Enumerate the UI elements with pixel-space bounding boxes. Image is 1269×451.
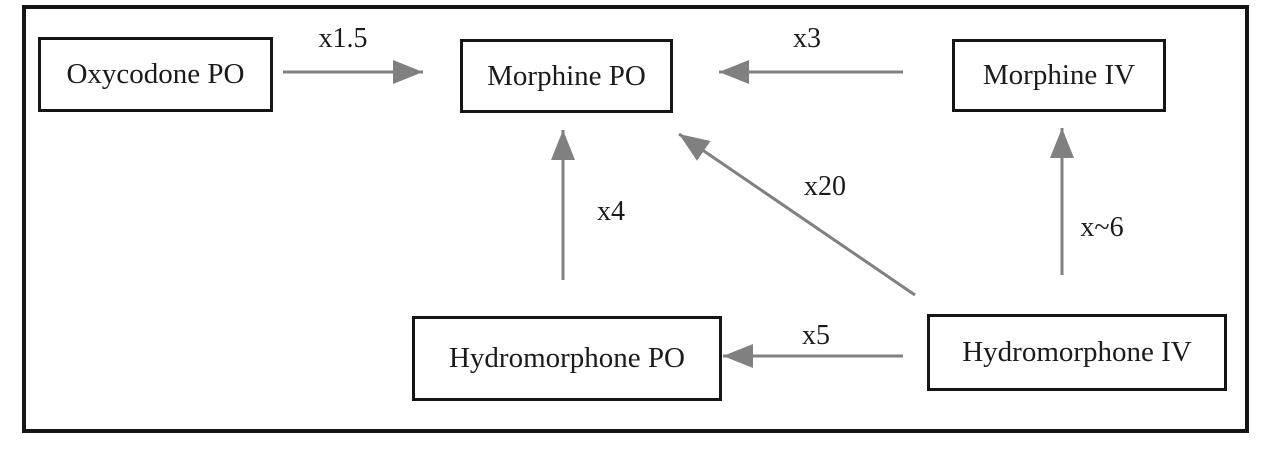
- edge-label-x3: x3: [793, 23, 821, 54]
- node-morphine-po-label: Morphine PO: [487, 59, 646, 92]
- diagram-frame-border: [22, 5, 1249, 433]
- edge-label-x1-5: x1.5: [318, 23, 368, 54]
- node-morphine-po: Morphine PO: [460, 39, 673, 113]
- edge-label-x20: x20: [804, 171, 846, 202]
- node-morphine-iv-label: Morphine IV: [982, 59, 1136, 91]
- edge-label-x-6: x~6: [1080, 212, 1124, 243]
- arrow-hydromorphone-iv-to-morphine-po: [678, 132, 916, 297]
- node-hydromorphone-po-label: Hydromorphone PO: [448, 342, 685, 374]
- node-hydromorphone-iv: Hydromorphone IV: [927, 314, 1227, 391]
- node-oxycodone-po-label: Oxycodone PO: [66, 58, 245, 90]
- edge-label-x5: x5: [802, 320, 830, 351]
- node-oxycodone-po: Oxycodone PO: [38, 37, 273, 112]
- node-morphine-iv: Morphine IV: [952, 39, 1166, 112]
- node-hydromorphone-po: Hydromorphone PO: [412, 316, 722, 401]
- edge-label-x4: x4: [597, 196, 625, 227]
- node-hydromorphone-iv-label: Hydromorphone IV: [962, 336, 1192, 368]
